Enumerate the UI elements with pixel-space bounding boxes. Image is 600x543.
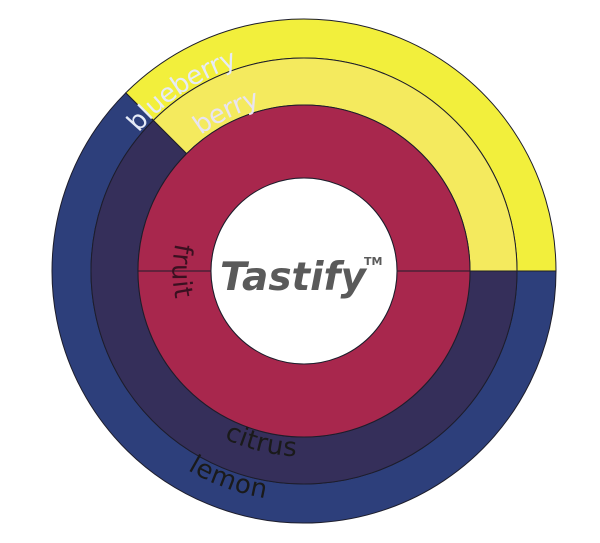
center-brand: Tastify TM bbox=[220, 255, 382, 300]
segments-layer bbox=[51, 18, 557, 524]
brand-trademark: TM bbox=[364, 255, 382, 268]
label-fruit: fruit bbox=[165, 242, 198, 301]
center-hole bbox=[210, 177, 398, 365]
brand-title: Tastify bbox=[220, 255, 367, 300]
